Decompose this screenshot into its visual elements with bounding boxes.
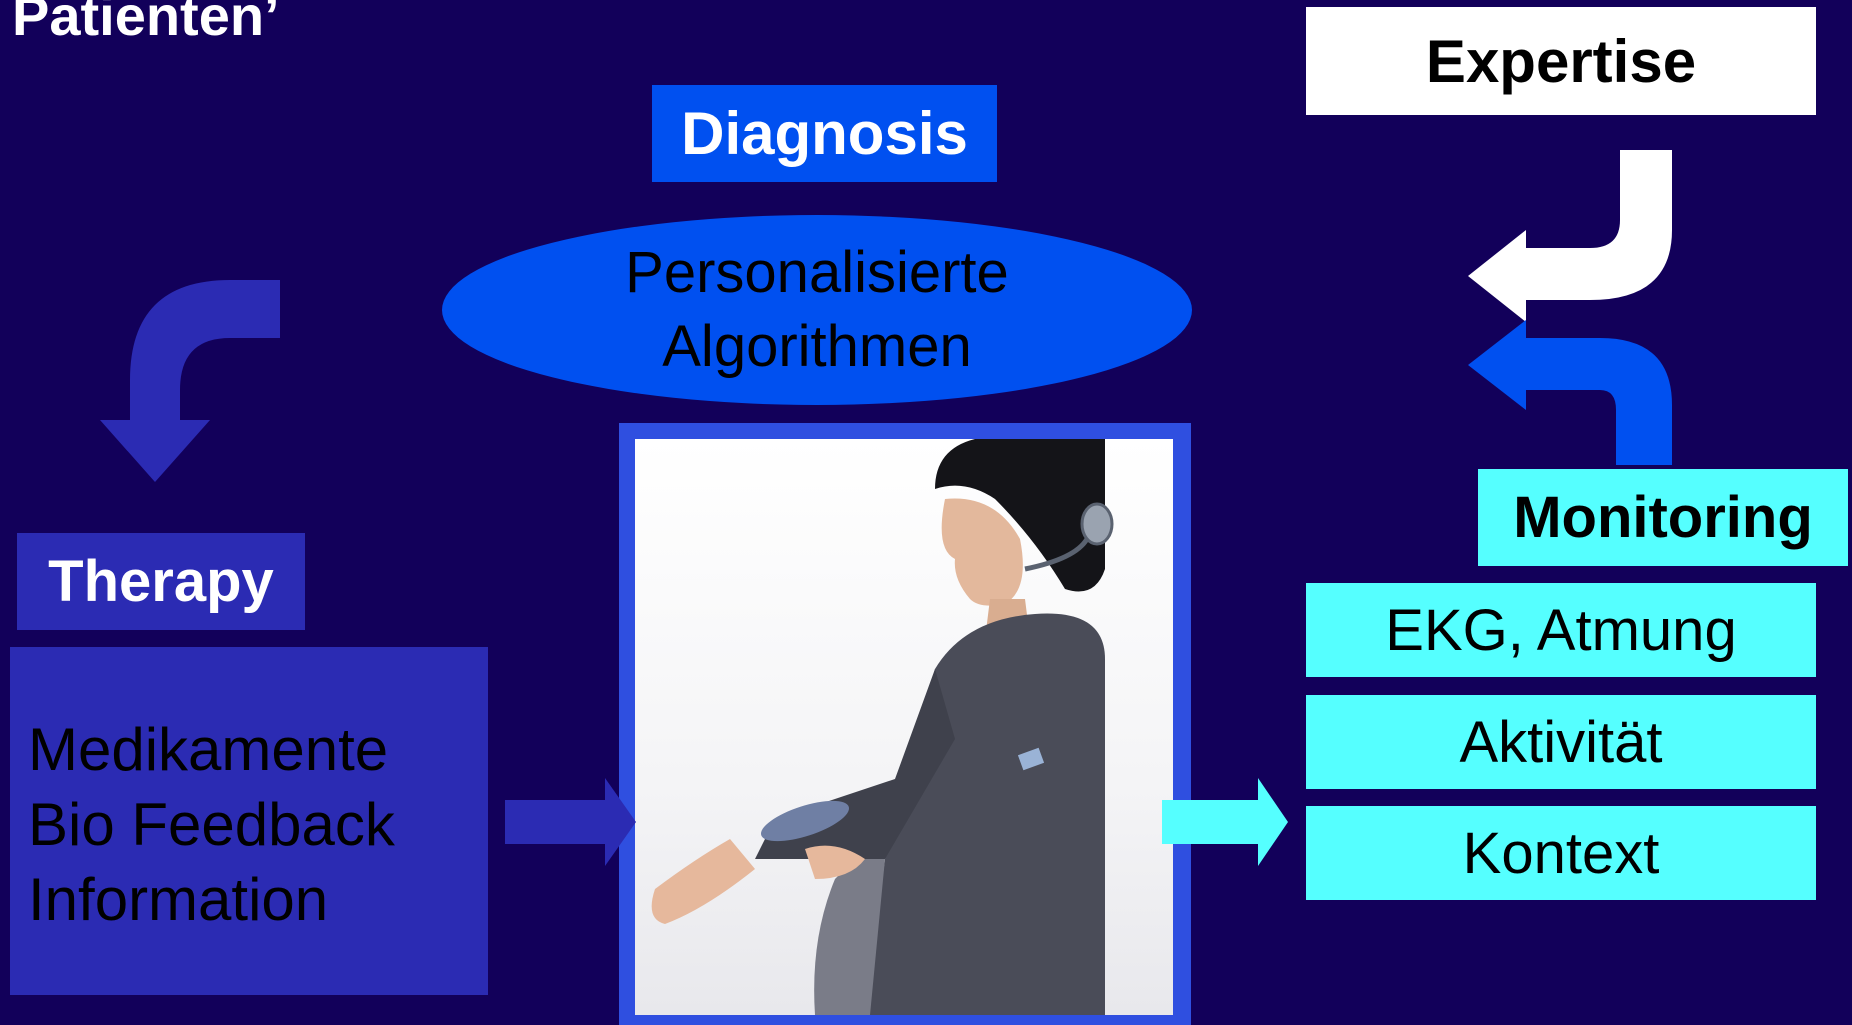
curved-arrow-left-blue-icon: [1468, 320, 1672, 465]
monitoring-item-activity: Aktivität: [1306, 695, 1816, 789]
algorithms-line-2: Algorithmen: [662, 314, 972, 379]
slide-title-fragment: Patienten’: [12, 0, 280, 47]
therapy-items-box: Medikamente Bio Feedback Information: [10, 647, 488, 995]
therapy-item: Medikamente: [28, 716, 389, 783]
therapy-item: Bio Feedback: [28, 791, 395, 858]
curved-arrow-down-icon: [100, 280, 280, 482]
wearable-photo-frame: [619, 423, 1191, 1025]
arrow-right-cyan-icon: [1162, 778, 1288, 866]
arrow-right-blue-icon: [505, 778, 636, 866]
expertise-box: Expertise: [1306, 7, 1816, 115]
monitoring-item-ekg: EKG, Atmung: [1306, 583, 1816, 677]
algorithms-line-1: Personalisierte: [625, 240, 1009, 305]
curved-arrow-left-white-icon: [1468, 150, 1672, 322]
therapy-label: Therapy: [17, 533, 305, 630]
diagnosis-label: Diagnosis: [652, 85, 997, 182]
therapy-item: Information: [28, 866, 329, 933]
wearable-device-photo: [635, 439, 1173, 1015]
personalized-algorithms-ellipse: Personalisierte Algorithmen: [442, 215, 1192, 405]
monitoring-label: Monitoring: [1478, 469, 1848, 566]
person-with-wearable-illustration: [651, 439, 1114, 1015]
monitoring-item-context: Kontext: [1306, 806, 1816, 900]
